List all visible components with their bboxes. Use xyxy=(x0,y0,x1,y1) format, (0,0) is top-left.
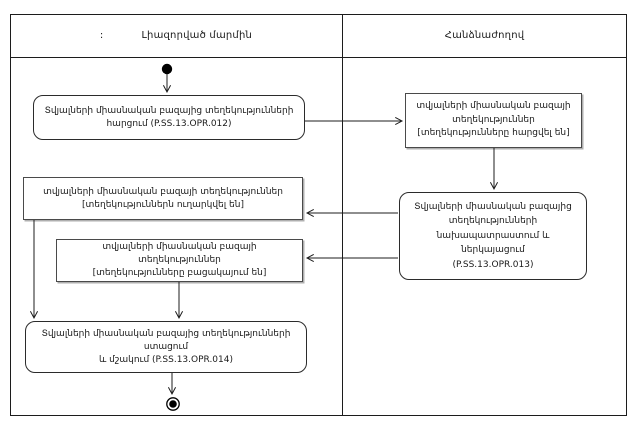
lane-header-authorized-body: : Լիազորված մարմին xyxy=(10,14,342,57)
lane-header-prefix: : xyxy=(99,30,104,41)
action-node-opr013: Տվյալների միասնական բազայից տեղեկություն… xyxy=(399,192,587,280)
action-node-opr012: Տվյալների միասնական բազայից տեղեկություն… xyxy=(33,95,305,140)
object-node-info-sent: տվյալների միասնական բազայի տեղեկությունն… xyxy=(23,177,303,220)
lane-header-commission: Հանձնաժողով xyxy=(342,14,627,57)
lane-divider-line xyxy=(342,14,343,416)
header-divider-line xyxy=(10,57,627,58)
object-node-info-queried: տվյալների միասնական բազայի տեղեկությունն… xyxy=(405,93,582,148)
lane-header-right-title: Հանձնաժողով xyxy=(444,30,525,41)
lane-header-left-title: Լիազորված մարմին xyxy=(141,30,253,41)
action-node-opr014: Տվյալների միասնական բազայից տեղեկություն… xyxy=(25,321,307,373)
object-node-info-missing: տվյալների միասնական բազայի տեղեկությունն… xyxy=(56,239,303,282)
